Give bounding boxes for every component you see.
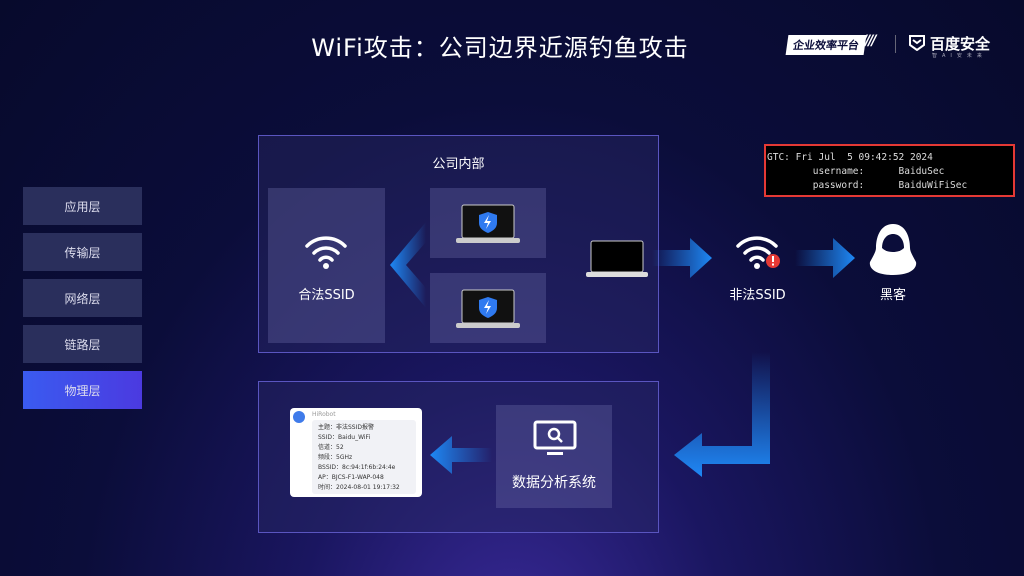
hacker-icon: [869, 224, 917, 275]
brand-logo: 百度安全: [930, 35, 991, 53]
menu-label: 链路层: [64, 337, 101, 352]
platform-logo: 企业效率平台: [785, 35, 867, 55]
monitor-search-icon: [533, 420, 577, 455]
menu-item-network[interactable]: 网络层: [23, 279, 142, 317]
robot-avatar-icon: [293, 411, 305, 423]
menu-item-transport[interactable]: 传输层: [23, 233, 142, 271]
laptop-shield-icon: [456, 204, 520, 243]
hacker-label: 黑客: [879, 288, 906, 303]
rogue-ssid-label: 非法SSID: [729, 288, 786, 303]
logo-divider: [895, 35, 896, 53]
terminal-line: username: BaiduSec: [767, 166, 945, 177]
attacker-laptop-icon: [586, 240, 648, 277]
arrow-left-icon: [430, 436, 492, 474]
l-arrow-down-left-icon: [674, 352, 770, 477]
notification-line: 频段：5GHz: [318, 454, 353, 461]
notification-sender: HiRobot: [312, 411, 336, 418]
page-title: WiFi攻击：公司边界近源钓鱼攻击: [311, 34, 689, 62]
menu-item-application[interactable]: 应用层: [23, 187, 142, 225]
terminal-line: password: BaiduWiFiSec: [767, 180, 968, 191]
arrow-right-icon: [652, 238, 712, 278]
terminal-line: GTC: Fri Jul 5 09:42:52 2024: [767, 152, 933, 163]
notification-message: 主题：非法SSID报警 SSID：Baidu_WiFi 信道：52 频段：5GH…: [312, 420, 416, 494]
wifi-icon: [305, 236, 347, 269]
legit-ssid-label: 合法SSID: [298, 288, 355, 303]
arrow-right-icon: [795, 238, 855, 278]
notification-line: 时间：2024-08-01 19:17:32: [318, 484, 400, 491]
notification-line: 信道：52: [318, 444, 344, 451]
shield-logo-icon: [909, 35, 925, 51]
notification-line: 主题：非法SSID报警: [318, 424, 375, 431]
alert-notification-card: HiRobot 主题：非法SSID报警 SSID：Baidu_WiFi 信道：5…: [290, 408, 422, 497]
menu-item-physical[interactable]: 物理层: [23, 371, 142, 409]
chevron-left-arrow-icon: [390, 222, 426, 308]
rogue-wifi-alert-icon: [736, 236, 780, 269]
menu-item-link[interactable]: 链路层: [23, 325, 142, 363]
brand-slogan: 智AI安未来: [932, 53, 987, 59]
company-title: 公司内部: [432, 157, 485, 172]
captured-credentials-terminal: GTC: Fri Jul 5 09:42:52 2024 username: B…: [764, 144, 1015, 197]
menu-label: 应用层: [64, 199, 101, 214]
menu-label: 物理层: [64, 383, 101, 398]
logo-slashes: ////: [862, 33, 877, 49]
analysis-system-label: 数据分析系统: [512, 475, 596, 491]
notification-line: AP：BJCS-F1-WAP-048: [318, 474, 384, 481]
menu-label: 网络层: [64, 291, 101, 306]
menu-label: 传输层: [64, 245, 101, 260]
notification-line: BSSID：8c:94:1f:6b:24:4e: [318, 464, 396, 471]
notification-line: SSID：Baidu_WiFi: [318, 434, 371, 441]
laptop-shield-icon: [456, 289, 520, 328]
